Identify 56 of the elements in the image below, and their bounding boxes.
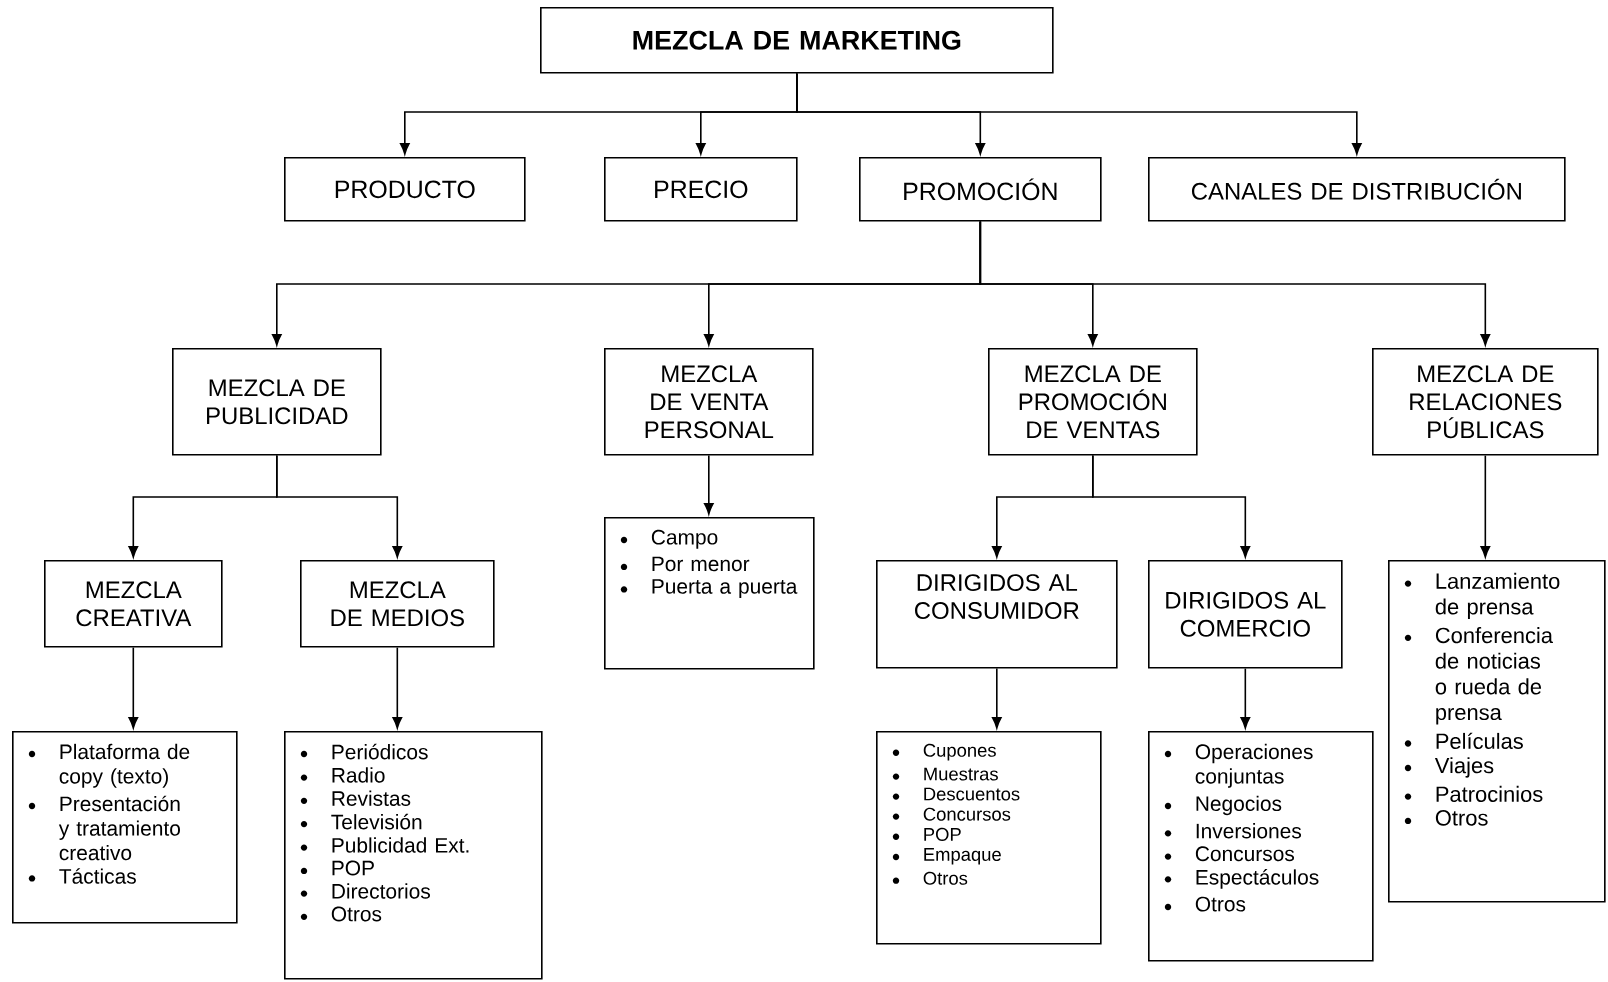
list-item: Lanzamiento de prensa (1404, 572, 1560, 619)
list-item: Descuentos (892, 787, 1020, 801)
arrow (276, 454, 403, 558)
list-item: Espectáculos (1164, 869, 1319, 889)
list-item: Inversiones (1164, 823, 1302, 839)
list-item: Operaciones conjuntas (1164, 743, 1313, 788)
list-item: Otros (1404, 810, 1488, 826)
list-item: Televisión (300, 813, 422, 830)
category-box: PROMOCIÓN (859, 157, 1102, 222)
list-item: Campo (620, 529, 718, 549)
category-box: MEZCLA DE PUBLICIDAD (172, 348, 382, 456)
list-item: Cupones (892, 743, 996, 761)
list-item: Otros (300, 906, 382, 922)
arrow (392, 646, 403, 729)
arrow (1480, 454, 1491, 558)
list-item: Tácticas (28, 868, 136, 884)
category-box: MEZCLA DE VENTA PERSONAL (604, 348, 814, 456)
list-item: POP (300, 860, 374, 876)
arrow (1240, 667, 1251, 729)
list-item: Directorios (300, 883, 430, 899)
list-item: Empaque (892, 848, 1001, 865)
list-item: Presentación y tratamiento creativo (28, 795, 180, 861)
category-box: MEZCLA DE MEDIOS (300, 560, 495, 648)
arrow (128, 646, 139, 729)
arrow (979, 220, 1491, 346)
list-item: Otros (1164, 896, 1246, 912)
list-item: Patrocinios (1404, 785, 1543, 802)
arrow (1092, 454, 1251, 558)
list-item: Periódicos (300, 743, 428, 760)
arrow (991, 667, 1002, 729)
list-item: Puerta a puerta (620, 579, 798, 598)
category-box: CANALES DE DISTRIBUCIÓN (1148, 157, 1566, 222)
list-item: Concursos (1164, 846, 1295, 862)
category-box: DIRIGIDOS AL CONSUMIDOR (876, 560, 1118, 669)
list-item: Plataforma de copy (texto) (28, 743, 190, 788)
list-item: POP (892, 827, 961, 841)
list-item: Viajes (1404, 757, 1494, 778)
list-item: Por menor (620, 556, 750, 572)
category-box: PRODUCTO (284, 157, 526, 222)
list-item: Negocios (1164, 795, 1282, 816)
arrow (796, 72, 1362, 155)
category-box: MEZCLA DE RELACIONES PÚBLICAS (1372, 348, 1599, 456)
category-box: MEZCLA DE PROMOCIÓN DE VENTAS (988, 348, 1198, 456)
list-item: Radio (300, 767, 385, 783)
arrow (703, 454, 714, 515)
list-item: Muestras (892, 767, 998, 781)
list-item: Otros (892, 871, 968, 885)
list-item: Concursos (892, 807, 1011, 821)
category-box: PRECIO (604, 157, 798, 222)
list-item: Películas (1404, 732, 1523, 749)
title-box: MEZCLA DE MARKETING (540, 7, 1054, 74)
category-box: DIRIGIDOS AL COMERCIO (1148, 560, 1343, 669)
list-item: Conferencia de noticias o rueda de prensa (1404, 627, 1553, 725)
list-item: Publicidad Ext. (300, 837, 469, 853)
category-box: MEZCLA CREATIVA (44, 560, 223, 648)
list-item: Revistas (300, 790, 411, 806)
